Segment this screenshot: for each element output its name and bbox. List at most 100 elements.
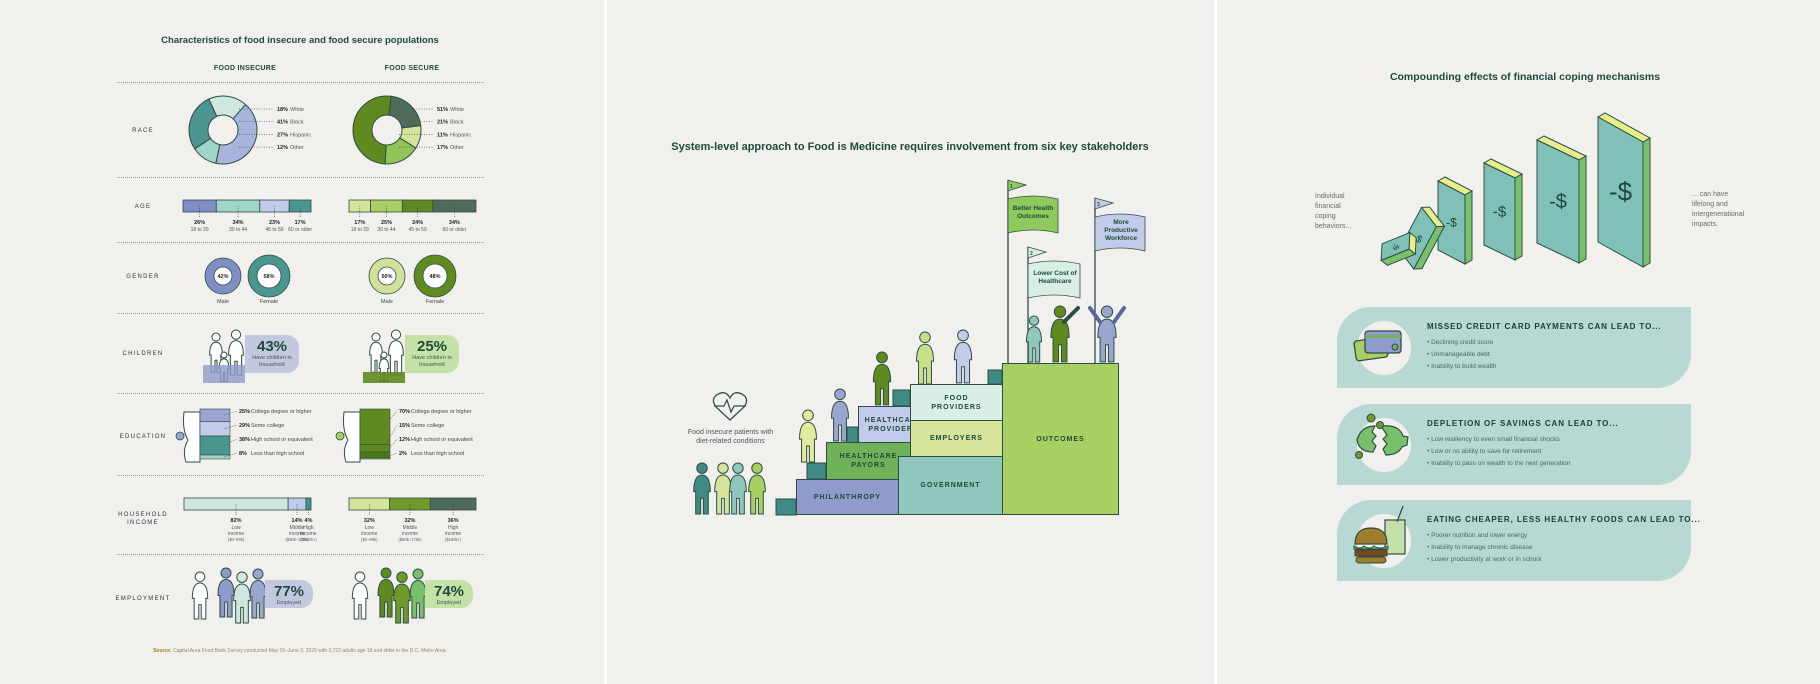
person-head bbox=[876, 351, 888, 364]
children-fill bbox=[363, 372, 405, 383]
education-category: College degree or higher bbox=[411, 409, 472, 415]
heart-pulse-icon bbox=[712, 392, 748, 421]
column-header-food-insecure: FOOD INSECURE bbox=[213, 65, 277, 72]
leader-line bbox=[223, 424, 238, 430]
climbing-person bbox=[799, 409, 817, 463]
race-percent: 41% bbox=[277, 120, 288, 126]
person-head bbox=[751, 462, 763, 474]
bar-category: Low bbox=[365, 525, 375, 531]
raised-arms bbox=[1088, 306, 1126, 324]
pulse-line bbox=[714, 398, 746, 414]
person-head bbox=[396, 571, 408, 583]
person-body bbox=[799, 421, 817, 463]
stair-step bbox=[806, 462, 827, 480]
card-list-item: • Inability to manage chronic disease bbox=[1427, 544, 1533, 551]
stakeholder-illustration: 123 bbox=[693, 179, 1146, 516]
row-divider bbox=[117, 475, 484, 476]
race-percent: 12% bbox=[277, 145, 288, 151]
donut-slice-white bbox=[352, 95, 392, 165]
children-caption: Have children in household bbox=[252, 355, 292, 368]
worker-figure bbox=[393, 571, 411, 624]
person-head bbox=[834, 388, 846, 401]
right-caption: ... can have lifelong and intergeneratio… bbox=[1692, 191, 1745, 228]
card-list-item: • Inability to build wealth bbox=[1427, 363, 1497, 370]
card-list: • Low resiliency to even small financial… bbox=[1427, 434, 1570, 470]
person-body bbox=[693, 474, 711, 515]
person-head bbox=[371, 332, 381, 342]
flag-better-health-outcomes bbox=[1007, 195, 1059, 234]
panel-divider bbox=[604, 0, 607, 684]
bar-percent: 17% bbox=[295, 220, 306, 226]
bar-category: Middle bbox=[403, 525, 418, 531]
bar-category: 18 to 29 bbox=[351, 227, 369, 233]
children-caption: Have children in household bbox=[412, 355, 452, 368]
bar-range: ($90k–179k) bbox=[398, 537, 422, 542]
stair-step bbox=[775, 498, 797, 516]
race-category: White bbox=[450, 107, 464, 113]
step-government: GOVERNMENT bbox=[898, 456, 1003, 515]
step-outcomes: OUTCOMES bbox=[1002, 363, 1119, 515]
gender-ring-hole bbox=[213, 266, 233, 286]
race-percent: 17% bbox=[437, 145, 448, 151]
person-body bbox=[377, 578, 395, 618]
domino-front bbox=[1483, 162, 1516, 261]
gender-label: Female bbox=[260, 299, 278, 305]
gender-ring-outline bbox=[413, 254, 457, 298]
card-list-item: • Poorer nutrition and lower energy bbox=[1427, 532, 1528, 539]
gender-label: Male bbox=[217, 299, 229, 305]
pennant bbox=[1027, 246, 1048, 259]
bar-percent: 14% bbox=[292, 518, 303, 524]
education-percent: 70% bbox=[399, 409, 410, 415]
person-body bbox=[393, 583, 411, 624]
gender-percent: 58% bbox=[263, 274, 274, 280]
burger-and-drink-icon bbox=[1353, 505, 1411, 568]
bar-category: 45 to 59 bbox=[265, 227, 283, 233]
flag-label-more-productive-workforce: More Productive Workforce bbox=[1104, 219, 1138, 242]
panel-title: System-level approach to Food is Medicin… bbox=[671, 141, 1149, 153]
education-category: High school or equivalent bbox=[251, 437, 313, 443]
person-body bbox=[953, 341, 973, 384]
row-divider bbox=[117, 393, 484, 394]
person-body bbox=[872, 363, 892, 406]
unhealthy-food-effects-card: EATING CHEAPER, LESS HEALTHY FOODS CAN L… bbox=[1337, 500, 1700, 581]
climbing-person bbox=[953, 329, 973, 384]
bar-percent: 23% bbox=[269, 220, 280, 226]
education-category: Some college bbox=[251, 423, 284, 429]
domino-front bbox=[1597, 116, 1644, 268]
source-label: Source: bbox=[153, 648, 172, 654]
person-with-backpack bbox=[916, 331, 934, 385]
race-percent: 27% bbox=[277, 132, 288, 138]
row-divider bbox=[117, 554, 484, 555]
race-percent: 11% bbox=[437, 132, 448, 138]
bar-percent: 34% bbox=[233, 220, 244, 226]
bar-percent: 4% bbox=[304, 518, 312, 524]
card-list: • Declining credit score • Unmanageable … bbox=[1427, 337, 1497, 373]
race-percent: 51% bbox=[437, 107, 448, 113]
panel-divider bbox=[1214, 0, 1217, 684]
bar-category: income bbox=[289, 531, 305, 537]
worker-figure bbox=[249, 568, 267, 619]
patient-figure bbox=[714, 462, 732, 515]
person-body bbox=[249, 579, 267, 619]
flag-lower-cost-of-healthcare bbox=[1027, 260, 1081, 299]
row-label-household: HOUSEHOLD bbox=[118, 512, 168, 518]
patient-figure bbox=[693, 462, 711, 515]
card-heading: MISSED CREDIT CARD PAYMENTS CAN LEAD TO.… bbox=[1427, 322, 1662, 331]
bar-category: income bbox=[361, 531, 377, 537]
worker-figure bbox=[409, 568, 427, 619]
gender-ring-female bbox=[248, 255, 290, 297]
person-body bbox=[831, 400, 849, 442]
leader-line bbox=[383, 424, 398, 449]
person-body bbox=[217, 578, 235, 618]
employment-percent: 74% bbox=[433, 583, 465, 600]
domino-illustration: -$-$-$-$-$-$ bbox=[1380, 112, 1652, 270]
gender-ring-outline bbox=[204, 257, 242, 295]
person-body bbox=[1097, 318, 1117, 363]
education-percent: 12% bbox=[399, 437, 410, 443]
bar-category: High bbox=[448, 525, 459, 531]
bar-category: Middle bbox=[290, 525, 305, 531]
person-body bbox=[714, 474, 732, 515]
person-head bbox=[390, 329, 402, 340]
employment-percent: 77% bbox=[273, 583, 305, 600]
row-label-age: AGE bbox=[134, 204, 152, 210]
